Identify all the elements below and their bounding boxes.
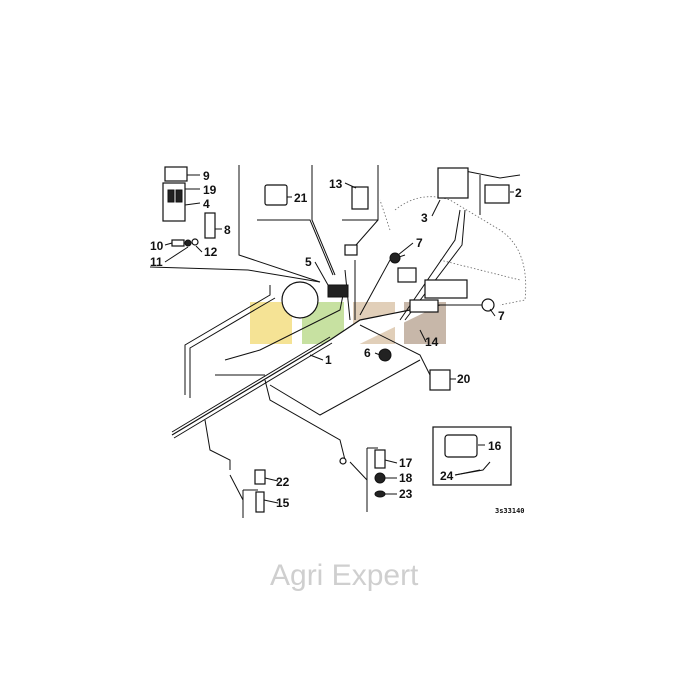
part-21-relay: [264, 184, 288, 206]
label-13: 13: [329, 177, 343, 191]
part-2-relay: [484, 184, 510, 204]
label-12: 12: [204, 245, 218, 259]
part-15-sender: [255, 491, 265, 513]
drawing-code: 3s33140: [495, 507, 525, 515]
label-23: 23: [399, 487, 413, 501]
part-3-connector: [437, 167, 469, 199]
label-2: 2: [515, 186, 522, 200]
part-7-plug-right: [481, 298, 495, 312]
label-15: 15: [276, 496, 290, 510]
part-17-sensor: [374, 449, 386, 469]
label-17: 17: [399, 456, 413, 470]
label-22: 22: [276, 475, 290, 489]
label-21: 21: [294, 191, 308, 205]
components: [162, 166, 512, 513]
label-16: 16: [488, 439, 502, 453]
callout-labels: 9 19 4 8 10 11 12 21 13 3 2 5 7 7 14 1 6…: [150, 169, 525, 515]
label-6: 6: [364, 346, 371, 360]
label-20: 20: [457, 372, 471, 386]
part-23-washer: [374, 490, 386, 498]
part-10-screw: [171, 239, 185, 247]
part-8-plate: [204, 212, 216, 239]
part-22-sender: [254, 469, 266, 485]
label-5: 5: [305, 255, 312, 269]
part-9-cover: [164, 166, 188, 182]
part-18-washer: [374, 472, 386, 484]
label-3: 3: [421, 211, 428, 225]
label-1: 1: [325, 353, 332, 367]
label-18: 18: [399, 471, 413, 485]
label-11: 11: [150, 255, 163, 269]
label-8: 8: [224, 223, 231, 237]
part-7-plug: [389, 252, 401, 264]
part-20-switch: [429, 369, 451, 391]
part-13-relay: [351, 186, 369, 210]
part-6-sensor: [378, 348, 392, 362]
label-10: 10: [150, 239, 164, 253]
label-24: 24: [440, 469, 454, 483]
label-7-top: 7: [416, 236, 423, 250]
label-19: 19: [203, 183, 217, 197]
tractor-outline: [379, 196, 527, 306]
callout-leaders: [164, 174, 514, 504]
alternator: [281, 281, 319, 319]
label-4: 4: [203, 197, 210, 211]
part-5-connector: [327, 284, 349, 298]
part-14-connector: [424, 279, 468, 299]
label-9: 9: [203, 169, 210, 183]
label-7-right: 7: [498, 309, 505, 323]
watermark-text: Agri Expert: [270, 559, 419, 592]
label-14: 14: [425, 335, 439, 349]
leader-lines: [149, 165, 521, 518]
